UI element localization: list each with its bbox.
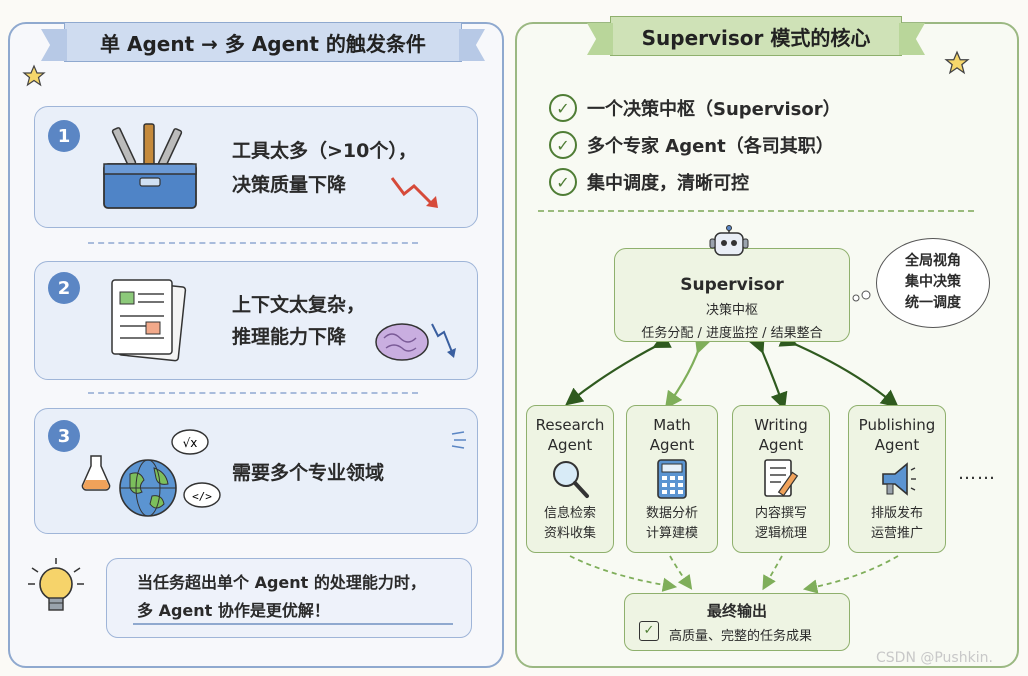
agent-name-line-2: Agent [874, 436, 920, 454]
final-output-title: 最终输出 [706, 602, 767, 620]
agent-name-line-2: Agent [649, 436, 695, 454]
agent-desc-line-2: 资料收集 [543, 526, 596, 541]
robot-icon [709, 225, 749, 256]
more-agents-ellipsis: …… [958, 463, 996, 484]
check-item-text: 一个决策中枢（Supervisor） [587, 99, 841, 120]
card-1-line-2: 决策质量下降 [232, 174, 347, 196]
right-title: Supervisor 模式的核心 [641, 25, 871, 50]
trend-down-icon [390, 177, 438, 208]
check-icon: ✓ [549, 131, 577, 159]
check-item-1: ✓ 一个决策中枢（Supervisor） [549, 94, 841, 122]
magnifier-icon [553, 461, 589, 498]
documents-icon [111, 279, 187, 362]
conclusion-line-1: 当任务超出单个 Agent 的处理能力时， [137, 573, 426, 592]
agent-name-line-2: Agent [758, 436, 804, 454]
check-icon: ✓ [549, 168, 577, 196]
code-bubble-icon: </> [183, 482, 221, 508]
supervisor-duties: 任务分配 / 进度监控 / 结果整合 [641, 326, 823, 341]
step-number-1: 1 [48, 120, 80, 152]
agent-desc-line-1: 内容撰写 [754, 506, 807, 521]
supervisor-title: Supervisor [680, 275, 784, 295]
agent-name-line-1: Research [535, 416, 605, 434]
writing-agent-card: Writing Agent 内容撰写 逻辑梳理 [732, 405, 830, 553]
star-icon [22, 64, 46, 87]
research-agent-card: Research Agent 信息检索 资料收集 [526, 405, 614, 553]
left-title-ribbon: 单 Agent → 多 Agent 的触发条件 [64, 22, 462, 62]
svg-text:√x: √x [183, 436, 198, 450]
agent-desc-line-2: 运营推广 [870, 526, 923, 541]
star-icon [944, 50, 970, 75]
cloud-line-2: 集中决策 [905, 274, 961, 290]
agent-desc: 信息检索 资料收集 [527, 504, 613, 544]
agent-desc: 内容撰写 逻辑梳理 [733, 504, 829, 544]
toolbox-icon [103, 123, 197, 209]
math-bubble-icon: √x [171, 429, 209, 455]
cloud-line-1: 全局视角 [905, 253, 961, 269]
thought-cloud: 全局视角 集中决策 统一调度 [876, 238, 990, 328]
left-title: 单 Agent → 多 Agent 的触发条件 [100, 31, 426, 56]
condition-card-3 [34, 408, 478, 534]
underline [133, 623, 453, 625]
cloud-line-3: 统一调度 [905, 295, 961, 311]
card-1-line-1: 工具太多（>10个）， [232, 140, 417, 162]
right-title-ribbon: Supervisor 模式的核心 [610, 16, 902, 56]
calculator-icon [657, 459, 687, 499]
agent-name-line-1: Writing [754, 416, 808, 434]
agent-name-line-1: Math [653, 416, 691, 434]
agent-name-line-2: Agent [547, 436, 593, 454]
conclusion-line-2: 多 Agent 协作是更优解！ [137, 601, 330, 620]
check-item-text: 多个专家 Agent（各司其职） [587, 136, 834, 157]
math-agent-card: Math Agent 数据分析 计算建模 [626, 405, 718, 553]
svg-text:</>: </> [192, 490, 212, 503]
card-3-line-1: 需要多个专业领域 [232, 462, 385, 484]
agent-desc-line-1: 排版发布 [870, 506, 923, 521]
lightbulb-icon [28, 558, 84, 611]
agent-desc-line-2: 逻辑梳理 [754, 526, 807, 541]
conclusion-box: 当任务超出单个 Agent 的处理能力时， 多 Agent 协作是更优解！ [106, 558, 472, 638]
card-2-line-2: 推理能力下降 [232, 326, 347, 348]
agent-desc: 排版发布 运营推广 [849, 504, 945, 544]
agent-desc: 数据分析 计算建模 [627, 504, 717, 544]
flask-icon [81, 455, 111, 491]
thought-dots [852, 290, 871, 302]
agent-desc-line-1: 数据分析 [645, 506, 698, 521]
sparkle-icon [451, 431, 466, 449]
step-number-2: 2 [48, 272, 80, 304]
connector-arrows [565, 330, 899, 594]
final-output-desc: 高质量、完整的任务成果 [669, 629, 813, 644]
agent-desc-line-2: 计算建模 [645, 526, 698, 541]
check-icon: ✓ [549, 94, 577, 122]
publishing-agent-card: Publishing Agent 排版发布 运营推广 [848, 405, 946, 553]
brain-icon [375, 323, 456, 361]
globe-icon [119, 459, 177, 517]
agent-desc-line-1: 信息检索 [543, 506, 596, 521]
document-pen-icon [764, 459, 799, 497]
separator [538, 210, 974, 212]
check-item-text: 集中调度，清晰可控 [587, 173, 749, 194]
supervisor-box: Supervisor 决策中枢 任务分配 / 进度监控 / 结果整合 [614, 248, 850, 342]
checkbox-icon: ✓ [639, 621, 659, 641]
check-item-3: ✓ 集中调度，清晰可控 [549, 168, 749, 196]
supervisor-role: 决策中枢 [705, 303, 758, 318]
check-item-2: ✓ 多个专家 Agent（各司其职） [549, 131, 834, 159]
card-2-line-1: 上下文太复杂， [232, 294, 366, 316]
step-number-3: 3 [48, 420, 80, 452]
megaphone-icon [882, 462, 916, 496]
watermark: CSDN @Pushkin. [876, 650, 993, 666]
final-output-box: 最终输出 ✓ 高质量、完整的任务成果 [624, 593, 850, 651]
separator [88, 242, 418, 244]
separator [88, 392, 418, 394]
agent-name-line-1: Publishing [858, 416, 936, 434]
